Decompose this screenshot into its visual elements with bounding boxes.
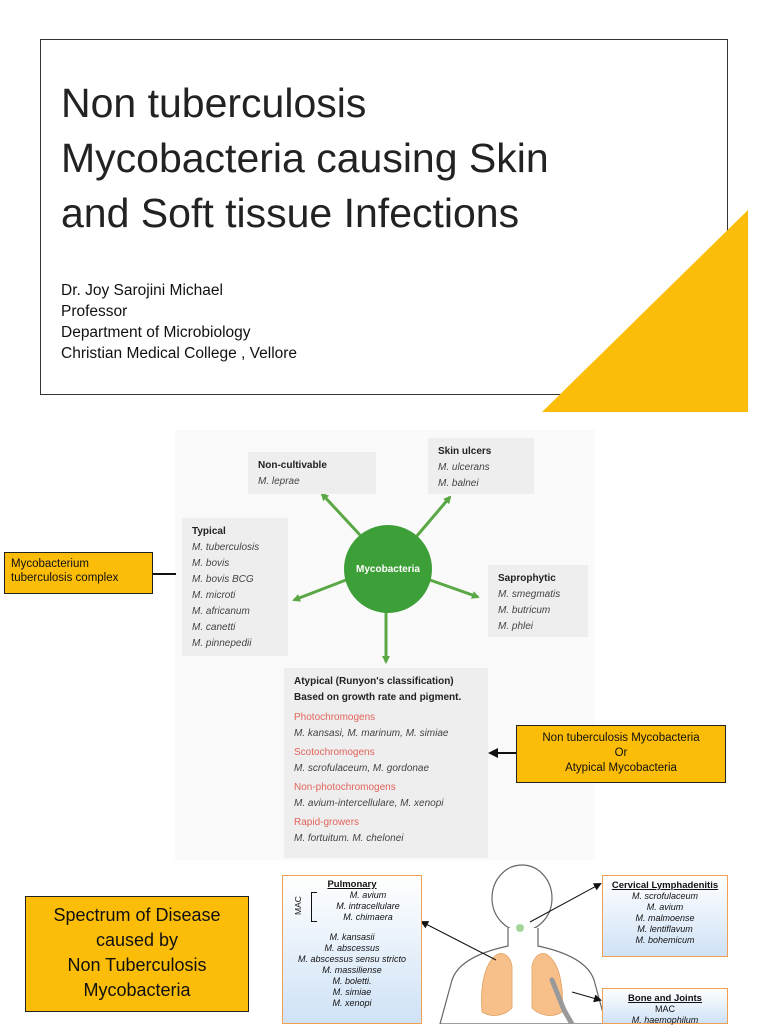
skin-ulcers-heading: Skin ulcers xyxy=(438,446,492,457)
pulmonary-heading: Pulmonary xyxy=(327,879,377,890)
cervical-item: M. lentiflavum xyxy=(637,924,693,934)
mac-item: M. avium xyxy=(349,890,387,900)
accent-triangle xyxy=(542,210,748,412)
atypical-group-name: Photochromogens xyxy=(294,712,376,723)
mac-bracket xyxy=(311,892,317,922)
noncultivable-box: Non-cultivable M. leprae xyxy=(248,452,376,494)
ntm-callout: Non tuberculosis Mycobacteria Or Atypica… xyxy=(516,725,726,783)
pulmonary-items: M. kansasii M. abscessus M. abscessus se… xyxy=(283,932,421,1009)
atypical-group-name: Scotochromogens xyxy=(294,747,375,758)
cervical-heading: Cervical Lymphadenitis xyxy=(611,880,719,891)
atypical-group-members: M. avium-intercellulare, M. xenopi xyxy=(294,798,444,809)
title-slide: Non tuberculosis Mycobacteria causing Sk… xyxy=(40,39,728,395)
mac-items: M. avium M. intracellulare M. chimaera xyxy=(319,890,417,923)
cervical-item: M. bohemicum xyxy=(635,935,695,945)
cervical-item: M. avium xyxy=(646,902,684,912)
typical-heading: Typical xyxy=(192,526,226,537)
typical-item: M. canetti xyxy=(192,622,236,633)
atypical-subheading: Based on growth rate and pigment. xyxy=(294,692,462,703)
pulmonary-item: M. massiliense xyxy=(322,965,382,975)
skin-ulcers-item: M. balnei xyxy=(438,478,479,489)
spectrum-title-line: Mycobacteria xyxy=(83,980,191,1000)
mac-item: M. intracellulare xyxy=(336,901,400,911)
bone-joints-heading: Bone and Joints xyxy=(628,993,702,1004)
noncultivable-item: M. leprae xyxy=(258,476,300,487)
slide-title: Non tuberculosis Mycobacteria causing Sk… xyxy=(61,80,549,236)
author-department: Department of Microbiology xyxy=(61,324,251,341)
typical-item: M. africanum xyxy=(192,606,250,617)
atypical-group-members: M. kansasi, M. marinum, M. simiae xyxy=(294,728,449,739)
pulmonary-item: M. abscessus sensu stricto xyxy=(297,954,407,964)
human-body-icon xyxy=(439,864,607,1024)
mycobacteria-node: Mycobacteria xyxy=(344,525,432,613)
typical-item: M. tuberculosis xyxy=(192,542,260,553)
mac-item: M. chimaera xyxy=(343,912,393,922)
saprophytic-heading: Saprophytic xyxy=(498,573,556,584)
saprophytic-item: M. phlei xyxy=(498,621,534,632)
atypical-group-members: M. scrofulaceum, M. gordonae xyxy=(294,763,430,774)
bone-joints-box: Bone and Joints MAC M. haemophilum xyxy=(602,988,728,1025)
mac-label: MAC xyxy=(292,896,303,915)
cervical-box: Cervical Lymphadenitis M. scrofulaceum M… xyxy=(602,875,728,957)
ntm-callout-line: Non tuberculosis Mycobacteria xyxy=(542,732,700,744)
pulmonary-item: M. boletti. xyxy=(332,976,372,986)
spectrum-title-line: Spectrum of Disease xyxy=(53,905,221,925)
skin-ulcers-box: Skin ulcers M. ulcerans M. balnei xyxy=(428,438,534,494)
mac-group: MAC M. avium M. intracellulare M. chimae… xyxy=(283,890,421,926)
skin-ulcers-item: M. ulcerans xyxy=(438,462,490,473)
atypical-group-name: Rapid-growers xyxy=(294,817,360,828)
saprophytic-box: Saprophytic M. smegmatis M. butricum M. … xyxy=(488,565,588,637)
spectrum-title-line: caused by xyxy=(95,930,179,950)
pulmonary-item: M. abscessus xyxy=(324,943,380,953)
saprophytic-item: M. smegmatis xyxy=(498,589,561,600)
cervical-item: M. malmoense xyxy=(635,913,695,923)
cervical-item: M. scrofulaceum xyxy=(631,891,699,901)
author-block: Dr. Joy Sarojini Michael Professor Depar… xyxy=(61,280,481,364)
author-position: Professor xyxy=(61,303,128,320)
ntm-callout-line: Atypical Mycobacteria xyxy=(565,762,677,774)
bone-joints-item: MAC xyxy=(655,1004,675,1014)
author-name: Dr. Joy Sarojini Michael xyxy=(61,282,223,299)
atypical-heading: Atypical (Runyon's classification) xyxy=(294,676,454,687)
ntm-callout-line: Or xyxy=(614,747,628,759)
typical-item: M. bovis xyxy=(192,558,230,569)
pulmonary-item: M. kansasii xyxy=(329,932,375,942)
tb-complex-callout: Mycobacterium tuberculosis complex xyxy=(4,552,153,594)
pulmonary-item: M. simiae xyxy=(332,987,372,997)
pulmonary-box: Pulmonary MAC M. avium M. intracellulare… xyxy=(282,875,422,1024)
spectrum-title-line: Non Tuberculosis xyxy=(67,955,207,975)
pulmonary-item: M. xenopi xyxy=(332,998,372,1008)
saprophytic-item: M. butricum xyxy=(498,605,551,616)
spectrum-title: Spectrum of Disease caused by Non Tuberc… xyxy=(25,896,249,1012)
atypical-group-members: M. fortuitum. M. chelonei xyxy=(294,833,404,844)
typical-item: M. pinnepedii xyxy=(192,638,252,649)
atypical-group-name: Non-photochromogens xyxy=(294,782,396,793)
author-institution: Christian Medical College , Vellore xyxy=(61,345,298,362)
atypical-box: Atypical (Runyon's classification) Based… xyxy=(284,668,488,858)
typical-item: M. bovis BCG xyxy=(192,574,254,585)
diagram-arrows xyxy=(152,492,516,758)
typical-item: M. microti xyxy=(192,590,236,601)
bone-joints-item: M. haemophilum xyxy=(631,1015,699,1025)
typical-box: Typical M. tuberculosis M. bovis M. bovi… xyxy=(182,518,288,656)
spectrum-arrows xyxy=(420,883,602,1003)
noncultivable-heading: Non-cultivable xyxy=(258,460,327,471)
